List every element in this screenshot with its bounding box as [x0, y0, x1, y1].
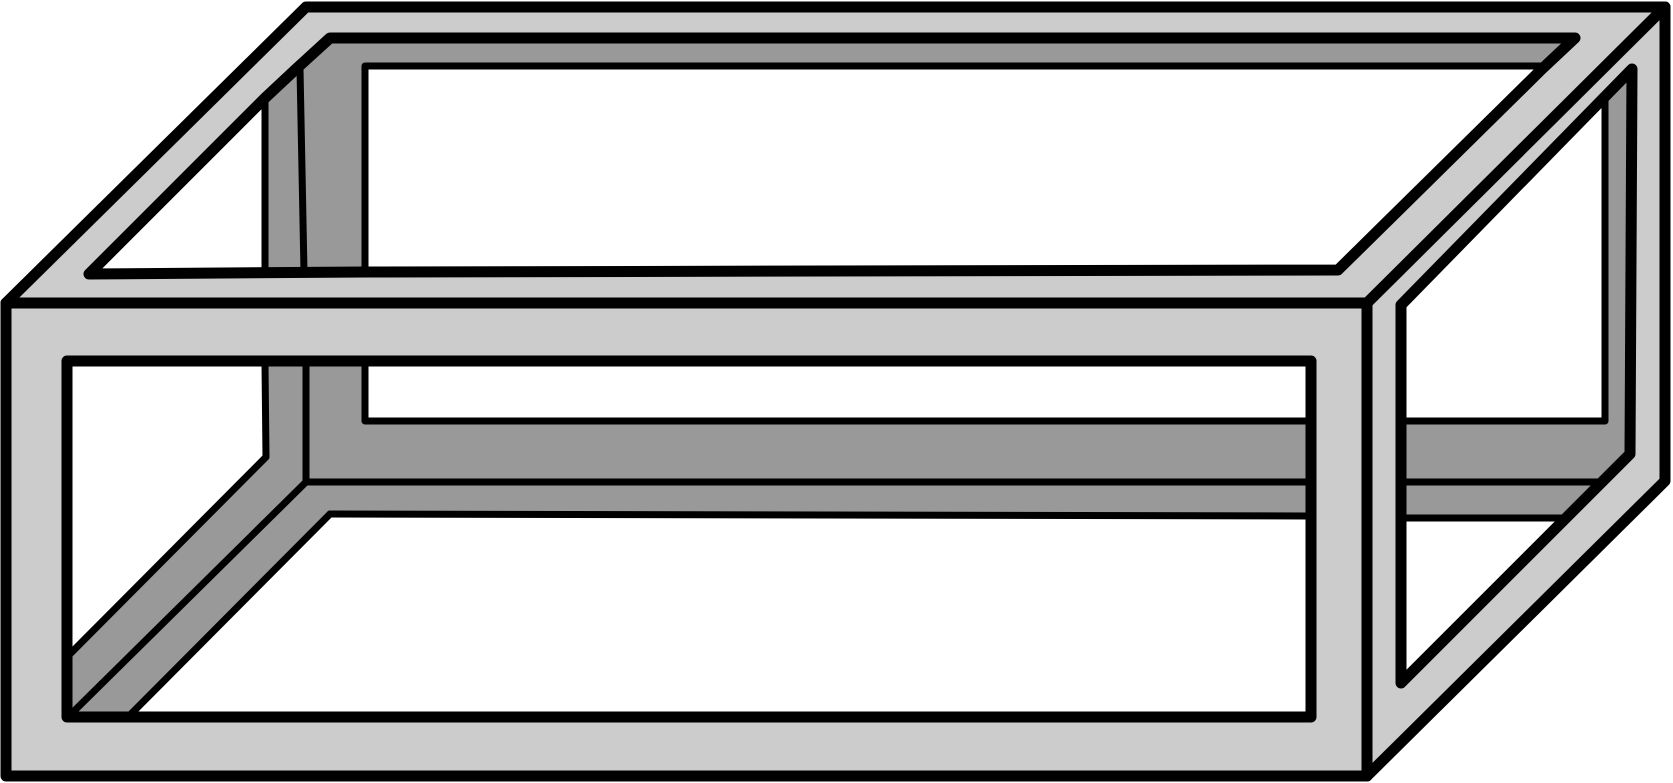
front-opening-low	[128, 514, 1308, 717]
back-post-line-b	[296, 65, 308, 276]
front-opening-mid	[365, 364, 1308, 421]
right-opening-edge	[1395, 63, 1638, 689]
back-top-rail-inner	[361, 62, 1546, 276]
back-rail-line-c	[326, 510, 1312, 520]
front-opening-edge	[61, 355, 1317, 723]
right-opening-upper	[1401, 98, 1605, 421]
back-rail-line-d	[124, 510, 334, 721]
top-opening-back	[365, 69, 1542, 272]
back-rail-line-a	[361, 360, 1312, 425]
right-inner-line-a	[1397, 94, 1609, 425]
front-opening-left	[67, 364, 265, 657]
back-post-line-c	[63, 360, 270, 661]
back-bottom-rail-right	[1401, 421, 1632, 518]
top-right-edge	[1361, 1, 1671, 309]
back-top-rail	[330, 38, 1575, 69]
back-bottom-rail	[67, 361, 1310, 717]
back-left-post-top	[265, 38, 365, 271]
top-opening-edge	[83, 32, 1581, 280]
